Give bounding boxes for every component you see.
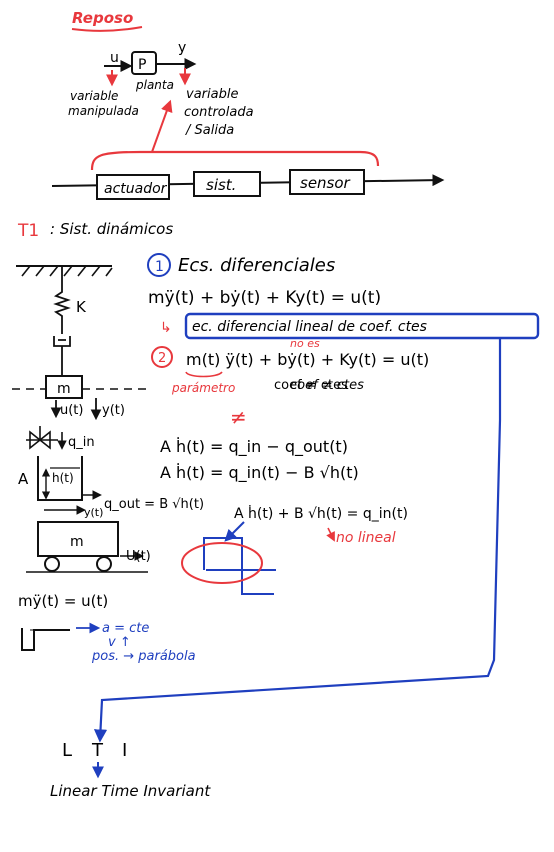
item-2-number: 2 <box>158 351 166 366</box>
item-1-note: ec. diferencial lineal de coef. ctes <box>192 319 427 335</box>
sensor-label: sensor <box>300 174 351 192</box>
item-1-note-arrow: ↳ <box>160 320 172 336</box>
cart-mass-label: m <box>70 534 84 550</box>
tank-equation-3: A ḣ(t) + B √h(t) = q_in(t) <box>234 505 408 522</box>
manipulated-label-1: variable <box>70 89 118 103</box>
item-2-param-note: parámetro <box>171 381 235 395</box>
tank-equation-1: A ḣ(t) = q_in − q_out(t) <box>160 437 348 457</box>
outflow-equation: q_out = B √h(t) <box>104 497 204 512</box>
force-label: u(t) <box>60 403 83 418</box>
lti-letter-t: T <box>91 740 104 761</box>
cart-body <box>37 521 119 557</box>
displacement-label: y(t) <box>102 403 125 418</box>
step-position-note: pos. → parábola <box>91 649 196 664</box>
tank-equation-2: A ḣ(t) = q_in(t) − B √h(t) <box>160 463 359 483</box>
item-2-coef-label: coef ≠ ctes <box>290 378 364 393</box>
actuator-block <box>96 174 170 200</box>
lti-letter-i: I <box>122 740 127 761</box>
actuator-label: actuador <box>104 181 168 197</box>
mass-label: m <box>57 381 71 397</box>
lti-letter-l: L <box>62 740 72 761</box>
controlled-label-3: / Salida <box>185 123 234 138</box>
controlled-label-1: variable <box>186 87 238 102</box>
manipulated-label-2: manipulada <box>68 104 139 118</box>
section-prefix: T1 <box>17 221 39 241</box>
item-1-note-box <box>184 312 540 340</box>
system-label: sist. <box>206 176 236 194</box>
sensor-block <box>289 169 365 195</box>
cart-displacement-label: y(t) <box>84 506 103 519</box>
plant-label: planta <box>135 78 174 92</box>
area-label: A <box>18 470 29 488</box>
item-2-equation: m(t) ÿ(t) + bẏ(t) + Ky(t) = u(t) <box>186 350 429 369</box>
step-acceleration-note: a = cte <box>102 621 149 636</box>
item-1-equation: mÿ(t) + bẏ(t) + Ky(t) = u(t) <box>148 288 381 308</box>
spring-constant-label: K <box>76 298 87 316</box>
plant-input-u: u <box>110 50 119 66</box>
item-2-above-note: no es <box>290 337 320 350</box>
system-block <box>193 171 261 197</box>
mass-block <box>45 375 83 399</box>
cart-force-label: U(t) <box>126 549 151 564</box>
plant-box-label: P <box>138 57 146 73</box>
inflow-label: q_in <box>68 435 95 450</box>
item-2-coef-note: coef ≠ ctes <box>274 378 348 393</box>
newton-equation: mÿ(t) = u(t) <box>18 592 108 610</box>
plant-output-y: y <box>178 40 186 56</box>
section-title: : Sist. dinámicos <box>50 220 173 238</box>
item-1-title: Ecs. diferenciales <box>178 255 335 276</box>
nonlinear-note: no lineal <box>336 530 396 546</box>
not-equal-sign: ≠ <box>230 405 247 429</box>
lti-full-name: Linear Time Invariant <box>50 782 211 800</box>
heading: Reposo <box>72 9 133 27</box>
level-label: h(t) <box>52 471 74 485</box>
controlled-label-2: controlada <box>184 105 254 120</box>
step-velocity-note: v ↑ <box>108 635 131 650</box>
item-1-number: 1 <box>155 259 164 275</box>
